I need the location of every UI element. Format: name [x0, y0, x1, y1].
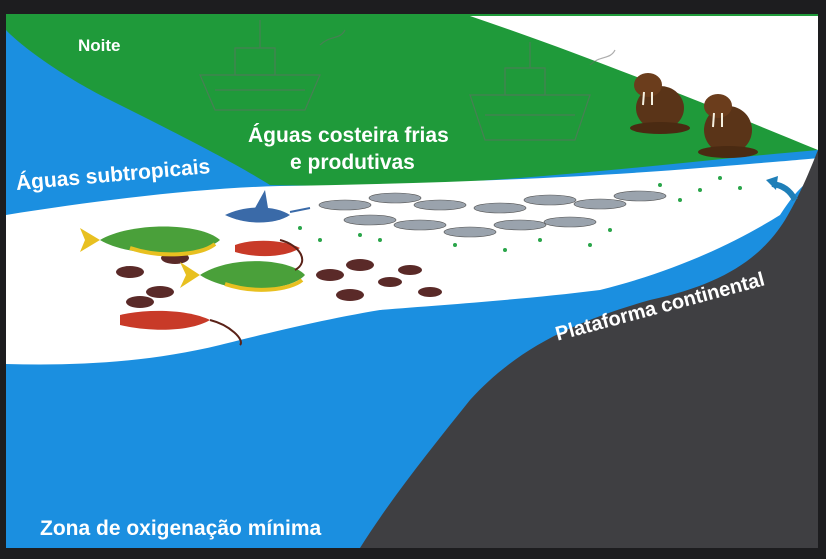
- coastal-water-label-line2: e produtivas: [290, 151, 415, 174]
- fish-school-icon: [80, 176, 742, 346]
- sky-wedge: [470, 16, 818, 150]
- coastal-water-label: Águas costeira frias: [248, 124, 449, 147]
- oxygen-minimum-zone-label: Zona de oxigenação mínima: [40, 517, 322, 540]
- fishing-boat-icon: [199, 20, 346, 111]
- upwelling-arrow-icon: [766, 176, 798, 202]
- walrus-icon: [698, 94, 758, 158]
- night-label: Noite: [78, 36, 121, 55]
- walrus-icon: [630, 73, 690, 134]
- continental-platform: [360, 150, 818, 548]
- mixing-zone: [6, 158, 818, 365]
- fishing-boat-icon: [469, 42, 616, 141]
